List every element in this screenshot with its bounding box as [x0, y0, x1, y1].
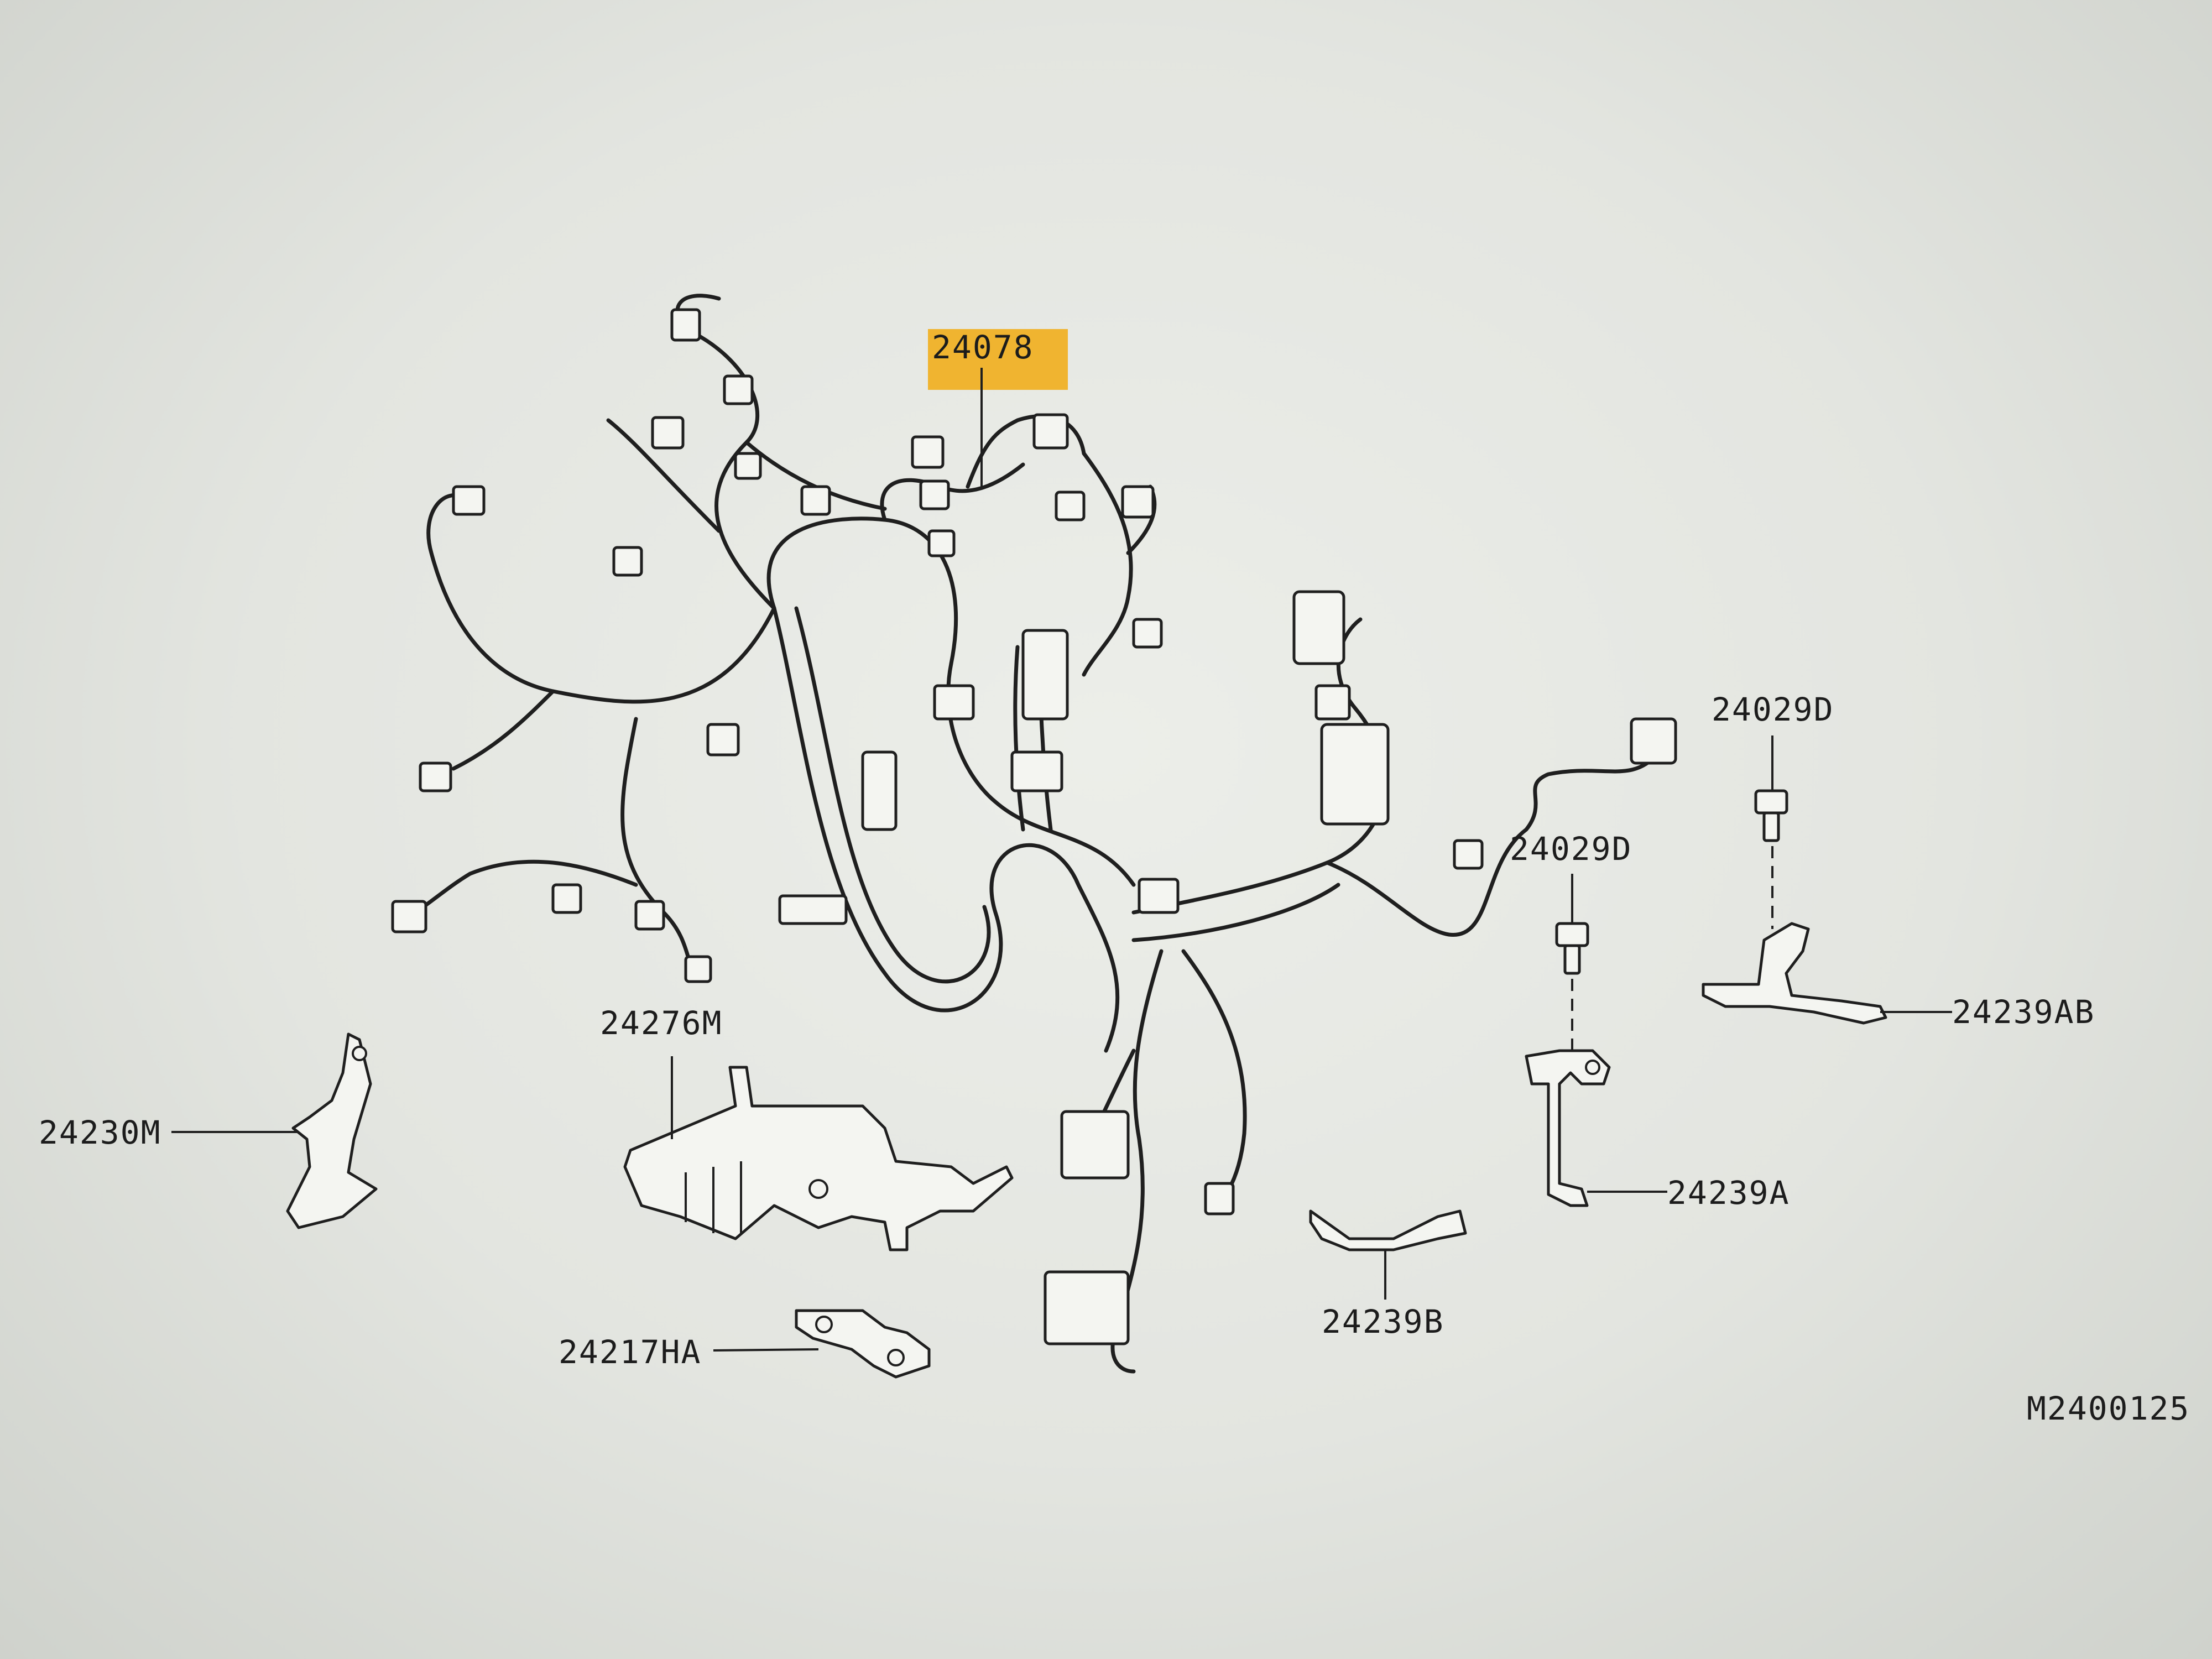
- bracket-24230m[interactable]: [286, 1032, 378, 1229]
- label-clip-upper[interactable]: 24029D: [1712, 691, 1834, 728]
- harness-label-highlight: [928, 329, 1068, 390]
- bracket-24239ab[interactable]: [1702, 922, 1887, 1025]
- label-bracket-a[interactable]: 24239A: [1667, 1174, 1790, 1212]
- label-bracket-m[interactable]: 24230M: [39, 1114, 161, 1151]
- label-bracket-b[interactable]: 24239B: [1322, 1303, 1444, 1340]
- clip-24029d-upper[interactable]: [1754, 789, 1788, 842]
- leader-24217ha: [713, 1348, 819, 1352]
- bracket-24239a[interactable]: [1525, 1049, 1611, 1207]
- label-clip-lower[interactable]: 24029D: [1510, 830, 1632, 868]
- illustration-code: M2400125: [2027, 1390, 2190, 1427]
- clip-24029d-lower[interactable]: [1555, 922, 1589, 975]
- label-protector[interactable]: 24276M: [600, 1004, 723, 1042]
- wiring-harness-24078[interactable]: [391, 294, 1677, 1374]
- bracket-24239b[interactable]: [1309, 1209, 1467, 1251]
- label-bracket-ha[interactable]: 24217HA: [559, 1333, 701, 1371]
- label-harness[interactable]: 24078: [932, 328, 1034, 366]
- bracket-24217ha[interactable]: [795, 1309, 931, 1379]
- protector-24276m[interactable]: [623, 1066, 1014, 1251]
- label-bracket-ab[interactable]: 24239AB: [1952, 993, 2095, 1031]
